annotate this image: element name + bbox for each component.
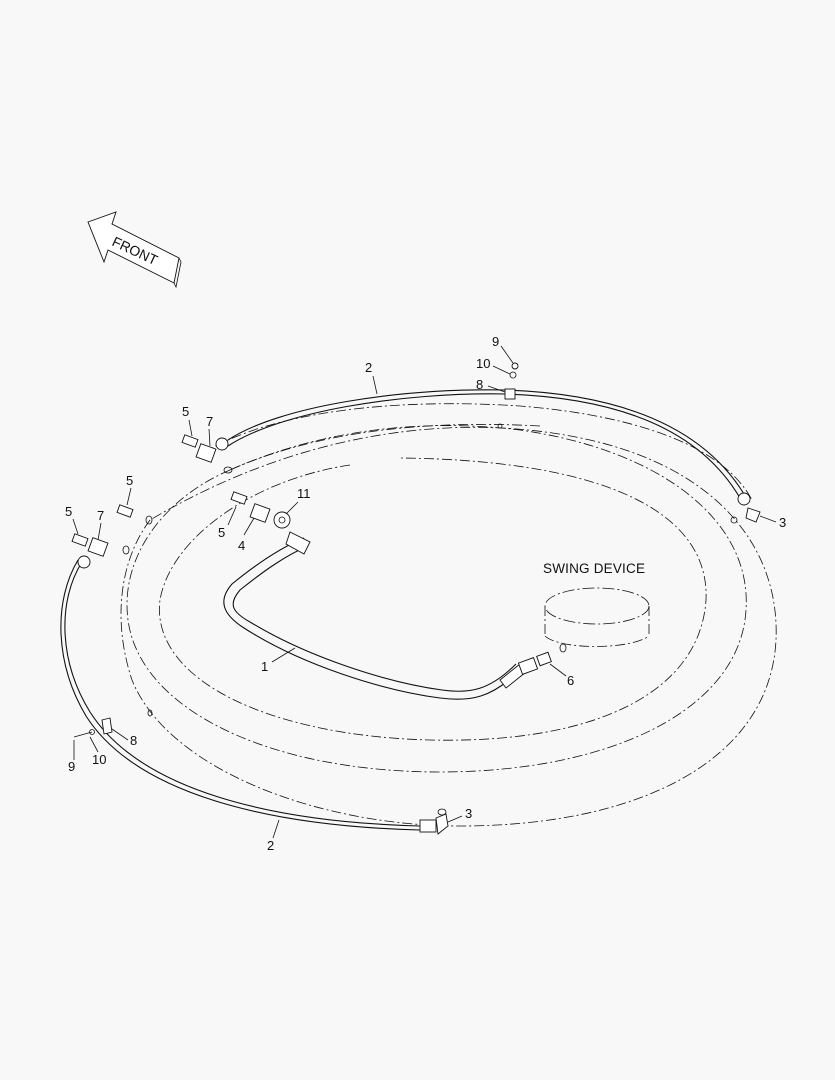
callout-fitting-5-b: 5: [126, 473, 133, 488]
callout-hose-1: 1: [261, 659, 268, 674]
fittings: [71, 362, 761, 835]
callout-labels: 1 2 2 3 3 4 5 5 5 5 6 7 7 8 8 9 9 10 10 …: [65, 334, 786, 853]
callout-fitting-5-a: 5: [182, 404, 189, 419]
callout-nipple-4: 4: [238, 538, 245, 553]
callout-nut-11: 11: [297, 486, 311, 501]
callout-clamp-8-top: 8: [476, 377, 483, 392]
swing-circle-phantom-lines: [120, 403, 777, 827]
pipe-2-bottom: [60, 559, 421, 831]
callout-fitting-5-c: 5: [65, 504, 72, 519]
callout-elbow-3-right: 3: [779, 515, 786, 530]
leader-lines: [72, 345, 777, 839]
callout-tee-7-b: 7: [97, 508, 104, 523]
callout-washer-10-left: 10: [92, 752, 106, 767]
callout-clamp-8-left: 8: [130, 733, 137, 748]
callout-tee-7-a: 7: [206, 414, 213, 429]
swing-device-outline: [544, 587, 650, 647]
swing-device-label: SWING DEVICE: [543, 561, 645, 576]
front-arrow: FRONT: [87, 211, 182, 289]
callout-pipe-2-bottom: 2: [267, 838, 274, 853]
callout-adapter-6: 6: [567, 673, 574, 688]
callout-bolt-9-top: 9: [492, 334, 499, 349]
callout-pipe-2-top: 2: [365, 360, 372, 375]
callout-bolt-9-left: 9: [68, 759, 75, 774]
hose-1: [223, 531, 527, 700]
callout-washer-10-top: 10: [476, 356, 490, 371]
callout-fitting-5-d: 5: [218, 525, 225, 540]
callout-elbow-3-bottom: 3: [465, 806, 472, 821]
